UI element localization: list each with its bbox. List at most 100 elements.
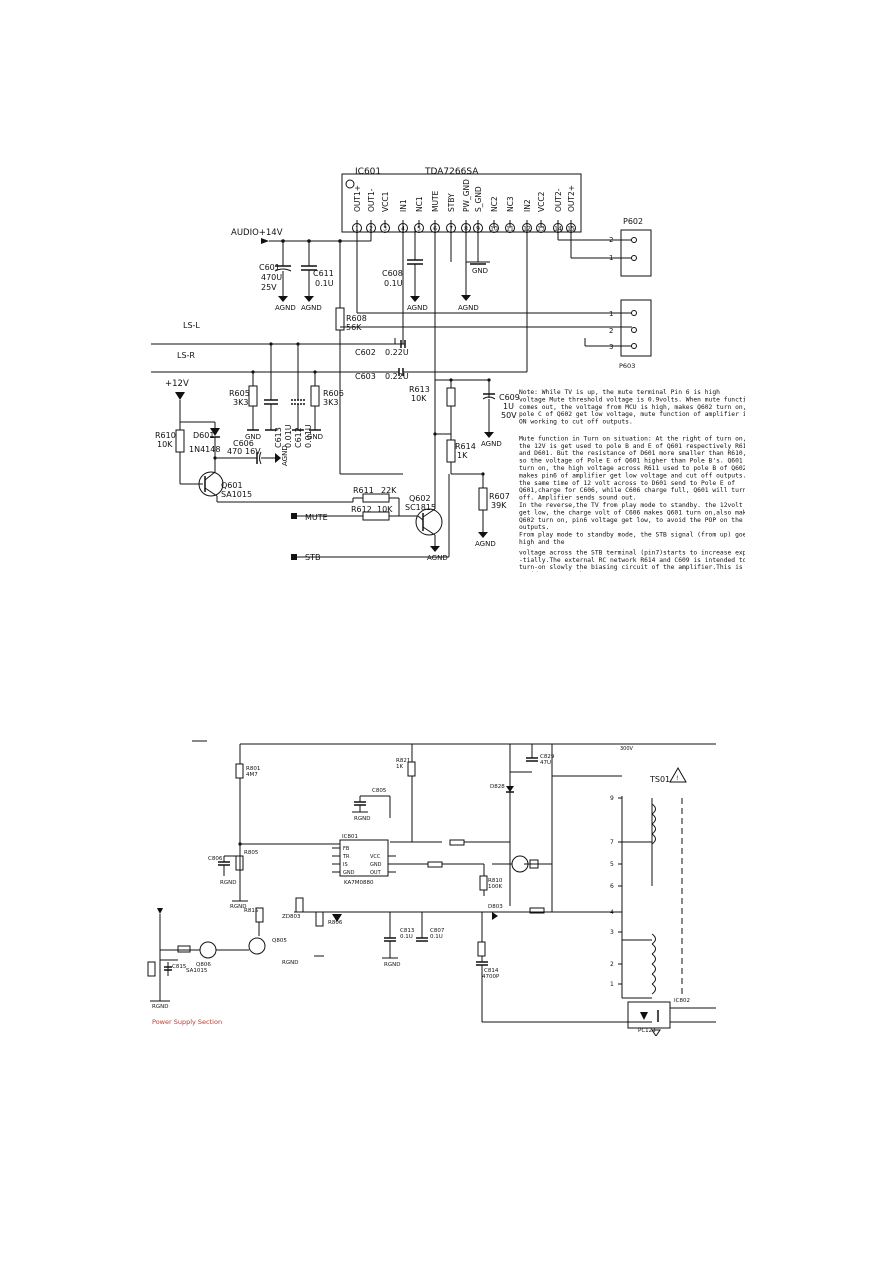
- ic601-pin: [505, 223, 515, 233]
- q601-transistor: [198, 471, 224, 497]
- ic601-pin-number: 10: [490, 226, 498, 233]
- ic601-body: [341, 173, 582, 233]
- r810-label: R810: [488, 878, 503, 884]
- r612-value: 10K: [377, 505, 393, 514]
- q805-label: Q805: [272, 938, 287, 944]
- c606-value: 470: [227, 447, 242, 456]
- rgnd-label: RGND: [152, 1004, 168, 1010]
- note-line: voltage Mute threshold voltage is 0.9vol…: [519, 396, 745, 403]
- r607-label: R607: [489, 492, 510, 501]
- c606-rating: 16V: [245, 447, 261, 456]
- transformer-pin: 2: [610, 961, 614, 968]
- rgnd-label: RGND: [282, 960, 298, 966]
- p603-connector: [620, 299, 652, 357]
- c815-label: C815: [172, 964, 187, 970]
- q602-value: SC1815: [405, 503, 436, 512]
- ic601-pin-label: NC1: [415, 196, 424, 212]
- ic601-pin: [536, 223, 546, 233]
- c612-label: C612: [294, 427, 303, 448]
- ic601-pin-label: VCC2: [537, 191, 546, 212]
- ic801-pin-label: FB: [343, 846, 350, 852]
- c612-value: 0.01U: [304, 424, 313, 448]
- ic601-part: TDA7266SA: [424, 167, 479, 177]
- stb-label: STB: [305, 553, 320, 562]
- ic801-label: IC801: [342, 834, 358, 840]
- note-line: turn on, the high voltage across R611 us…: [519, 465, 745, 472]
- note-line: voltage across the STB terminal (pin7)st…: [519, 549, 745, 556]
- r605-label: R605: [229, 389, 250, 398]
- q805-transistor: [248, 937, 266, 955]
- ic801-pin-label: OUT: [370, 870, 382, 876]
- r810-value: 100K: [488, 884, 502, 890]
- ic601-pin-label: NC3: [506, 196, 515, 212]
- c608-value: 0.1U: [384, 279, 403, 288]
- note-line: pole C of Q602 get low voltage, mute fun…: [519, 411, 745, 418]
- agnd-label: AGND: [301, 304, 322, 312]
- note-line: Q601,charge for C606, while C606 charge …: [519, 487, 745, 494]
- gnd-label: GND: [245, 433, 261, 441]
- svg-text:1: 1: [609, 310, 613, 318]
- d828-label: D828: [490, 784, 505, 790]
- note-line: ON working to cut off outputs.: [519, 419, 633, 426]
- q602-transistor: [415, 508, 443, 536]
- ic801-pin-label: IS: [343, 862, 348, 868]
- svg-text:2: 2: [609, 327, 613, 335]
- ic601-pin-label: OUT2-: [554, 188, 563, 212]
- note-line: and D601. But the resistance of D601 mor…: [519, 450, 745, 457]
- c613-value: 0.01U: [284, 424, 293, 448]
- ic601-pin-label: OUT2+: [567, 185, 576, 212]
- q806-transistor: [199, 941, 217, 959]
- ls-r-label: LS-R: [177, 351, 195, 360]
- optocoupler-label: IC802: [674, 998, 690, 1004]
- r611-value: 22K: [381, 486, 397, 495]
- r801-value: 4M7: [246, 772, 258, 778]
- rgnd-label: RGND: [354, 816, 370, 822]
- r612-label: R612: [351, 505, 372, 514]
- d803-label: D803: [488, 904, 503, 910]
- agnd-label: AGND: [475, 540, 496, 548]
- ic601-label: IC601: [355, 167, 381, 177]
- d601-value: 1N4148: [189, 445, 220, 454]
- c813-label: C813: [400, 928, 415, 934]
- c829-value: 47U: [540, 760, 551, 766]
- ic601-pin-label: IN2: [523, 199, 532, 212]
- agnd-label: AGND: [407, 304, 428, 312]
- c611-label: C611: [313, 269, 334, 278]
- c608-label: C608: [382, 269, 403, 278]
- c813-value: 0.1U: [400, 934, 413, 940]
- ic801-part: KA7M0880: [344, 880, 374, 886]
- transformer-label: TS01: [649, 775, 670, 784]
- c814-value: 4700P: [482, 974, 500, 980]
- note-line: the same time of 12 volt across to D601 …: [519, 480, 735, 487]
- r606-value: 3K3: [323, 398, 338, 407]
- rail-label: 300V: [620, 746, 634, 752]
- supply-label: AUDIO+14V: [231, 228, 283, 238]
- c603-value: 0.22U: [385, 372, 409, 381]
- transformer-pin: 3: [610, 929, 614, 936]
- r815-label: R815: [244, 908, 259, 914]
- note-line: makes pin6 of amplifier get low voltage …: [519, 472, 745, 479]
- ic601-pin-label: OUT1+: [353, 185, 362, 212]
- agnd-label: AGND: [281, 445, 289, 466]
- ic801-body: [339, 839, 389, 877]
- mute-label: MUTE: [305, 513, 328, 522]
- note-line: From play mode to standby mode, the STB …: [519, 532, 745, 539]
- agnd-label: AGND: [427, 554, 448, 562]
- ic601-pin-label: STBY: [447, 193, 456, 212]
- c609-value: 1U: [503, 402, 514, 411]
- rgnd-label: RGND: [384, 962, 400, 968]
- ls-l-label: LS-L: [183, 321, 200, 330]
- note-line: Mute function in Turn on situation: At t…: [519, 435, 745, 442]
- c807-value: 0.1U: [430, 934, 443, 940]
- note-line: comes out, the voltage from MCU is high,…: [519, 404, 745, 411]
- p602-label: P602: [623, 217, 643, 226]
- optocoupler: [627, 1001, 671, 1029]
- c603-label: C603: [355, 372, 376, 381]
- note-line: Note: While TV is up, the mute terminal …: [519, 389, 720, 396]
- ic601-pin-number: 11: [506, 226, 514, 233]
- p602-connector: [620, 229, 652, 277]
- gnd-label: GND: [472, 267, 488, 275]
- q806-value: SA1015: [186, 968, 208, 974]
- note-line: off. Amplifier sends sound out.: [519, 495, 637, 502]
- c602-label: C602: [355, 348, 376, 357]
